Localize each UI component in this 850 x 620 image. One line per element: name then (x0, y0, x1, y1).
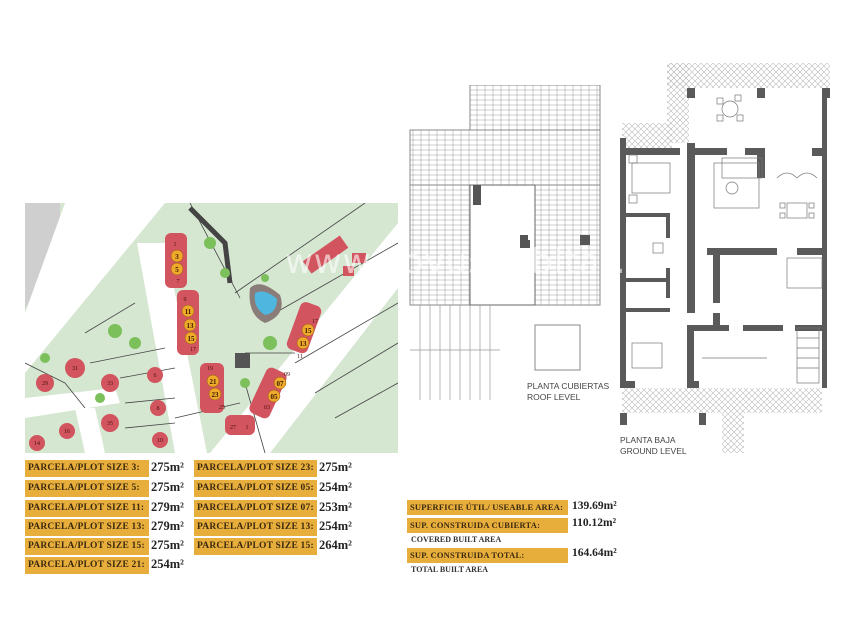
area-sublabel: COVERED BUILT AREA (411, 535, 502, 544)
plot-size-value: 275m² (151, 480, 184, 494)
plot-5: 5 (175, 266, 179, 274)
plot-size-label: PARCELA/PLOT SIZE 5: (25, 480, 149, 497)
plot-label: 6 (154, 373, 157, 379)
roof-plan (409, 85, 601, 400)
plot-size-label: PARCELA/PLOT SIZE 13: (194, 519, 317, 536)
plot-size-label: PARCELA/PLOT SIZE 21: (25, 557, 149, 574)
plot-size-value: 254m² (319, 519, 352, 533)
roof-level-title-en: ROOF LEVEL (527, 392, 581, 402)
plot-label: 1 (246, 425, 249, 431)
plot-size-value: 253m² (319, 500, 352, 514)
plot-07: 07 (277, 380, 285, 388)
plot-size-value: 275m² (319, 460, 352, 474)
plot-size-value: 279m² (151, 500, 184, 514)
plot-15b: 15 (305, 327, 313, 335)
plot-label: 27 (230, 425, 236, 431)
plot-size-label: PARCELA/PLOT SIZE 11: (25, 500, 149, 517)
area-value: 110.12m² (572, 517, 617, 529)
plot-label: 16 (64, 429, 70, 435)
plot-05: 05 (271, 393, 279, 401)
plot-label: 11 (297, 354, 303, 360)
site-map: 3 5 11 13 15 21 23 15 13 07 05 1 7 9 17 … (25, 203, 398, 453)
plot-label: 29 (42, 381, 48, 387)
area-label: SUP. CONSTRUIDA CUBIERTA: (407, 518, 568, 533)
plot-size-label: PARCELA/PLOT SIZE 15: (194, 538, 317, 555)
plot-size-value: 264m² (319, 538, 352, 552)
plot-size-value: 254m² (151, 557, 184, 571)
plot-size-value: 275m² (151, 460, 184, 474)
watermark: www.novushabitat.es (285, 242, 668, 282)
plot-11: 11 (185, 308, 192, 316)
area-label: SUPERFICIE ÚTIL/ USEABLE AREA: (407, 500, 568, 515)
plot-label: 14 (34, 441, 40, 447)
area-value: 164.64m² (572, 547, 617, 559)
plot-size-label: PARCELA/PLOT SIZE 23: (194, 460, 317, 477)
plot-size-label: PARCELA/PLOT SIZE 07: (194, 500, 317, 517)
area-value: 139.69m² (572, 500, 617, 512)
plot-label: 17 (190, 347, 196, 353)
plot-label: 8 (157, 406, 160, 412)
plot-size-value: 275m² (151, 538, 184, 552)
plot-label: 33 (107, 381, 113, 387)
ground-level-title-es: PLANTA BAJA (620, 435, 676, 445)
plot-label: 1 (174, 242, 177, 248)
plot-label: 03 (264, 405, 270, 411)
plot-size-label: PARCELA/PLOT SIZE 3: (25, 460, 149, 477)
plot-label: 25 (219, 405, 225, 411)
plot-21: 21 (210, 378, 218, 386)
area-sublabel: TOTAL BUILT AREA (411, 565, 489, 574)
plot-size-value: 279m² (151, 519, 184, 533)
plot-label: 31 (72, 366, 78, 372)
plot-size-label: PARCELA/PLOT SIZE 13: (25, 519, 149, 536)
plot-label: 35 (107, 421, 113, 427)
area-label: SUP. CONSTRUIDA TOTAL: (407, 548, 568, 563)
roof-level-label: PLANTA CUBIERTAS ROOF LEVEL (527, 381, 609, 403)
plot-13b: 13 (300, 340, 308, 348)
plot-size-label: PARCELA/PLOT SIZE 05: (194, 480, 317, 497)
plot-size-label: PARCELA/PLOT SIZE 15: (25, 538, 149, 555)
plot-13: 13 (187, 322, 195, 330)
ground-level-label: PLANTA BAJA GROUND LEVEL (620, 435, 687, 457)
plot-label: 9 (184, 297, 187, 303)
roof-level-title-es: PLANTA CUBIERTAS (527, 381, 610, 391)
plot-label: 19 (207, 366, 213, 372)
ground-plan (620, 63, 830, 453)
plot-label: 09 (284, 372, 290, 378)
plot-15: 15 (188, 335, 196, 343)
plot-label: 7 (177, 279, 180, 285)
plot-3: 3 (175, 253, 179, 261)
plot-size-value: 254m² (319, 480, 352, 494)
ground-level-title-en: GROUND LEVEL (620, 446, 687, 456)
plot-23: 23 (212, 391, 220, 399)
plot-label: 10 (157, 438, 163, 444)
plot-label: 17 (312, 319, 318, 325)
